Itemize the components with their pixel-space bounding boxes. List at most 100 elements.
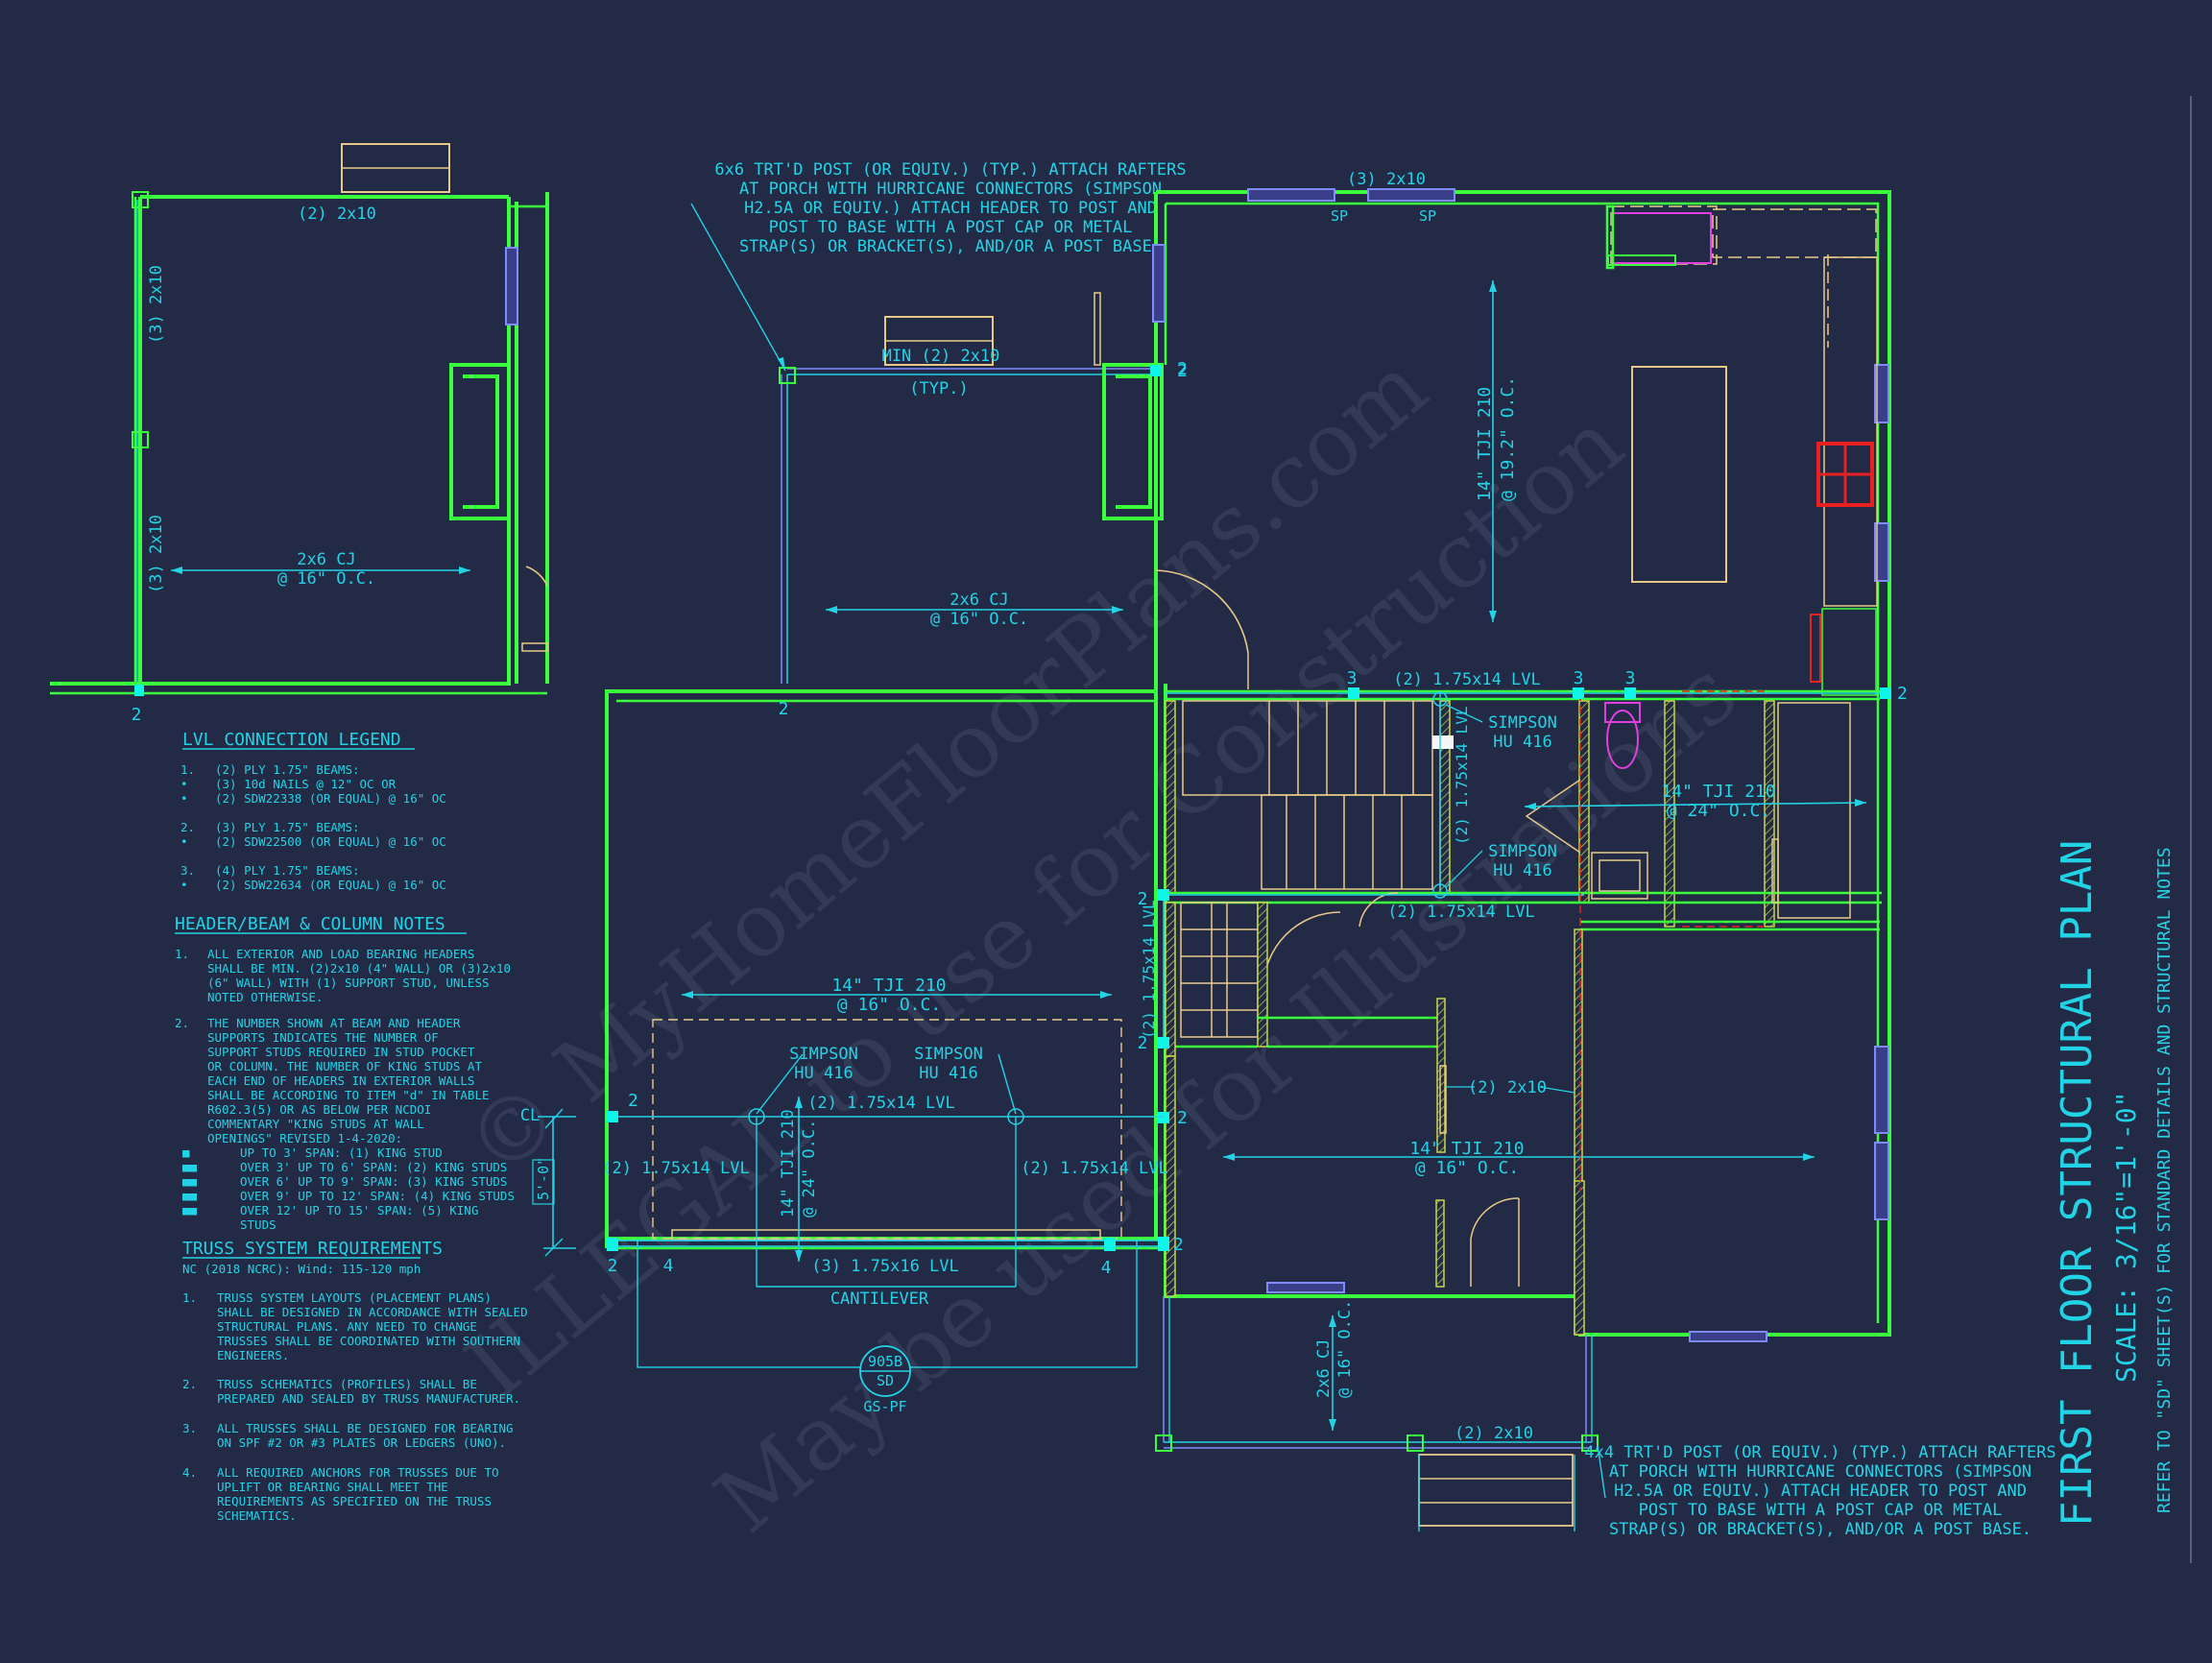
truss-note-2-l1: TRUSS SCHEMATICS (PROFILES) SHALL BE [217, 1377, 477, 1391]
front-cj-oc: @ 16" O.C. [1335, 1300, 1355, 1398]
truss-note-1-l1: TRUSS SYSTEM LAYOUTS (PLACEMENT PLANS) [217, 1290, 492, 1305]
truss-note-3-l2: ON SPF #2 OR #3 PLATES OR LEDGERS (UNO). [217, 1435, 506, 1450]
sp-label-2: SP [1419, 207, 1436, 225]
truss-sub: NC (2018 NCRC): Wind: 115-120 mph [182, 1262, 421, 1276]
lvl-item-1-line-1: (2) PLY 1.75" BEAMS: [215, 762, 360, 777]
header-note-1-l1: ALL EXTERIOR AND LOAD BEARING HEADERS [207, 947, 474, 961]
lvl-vertical-left: (2) 1.75x14 LVL [1140, 901, 1158, 1040]
hall-header-label: (2) 2x10 [1468, 1078, 1547, 1097]
lvl-item-3-num: 3. [180, 863, 195, 878]
stud-count-3: 2 [1897, 684, 1908, 704]
lvl-item-2-num: 2. [180, 820, 195, 834]
garage-side-label-1: (3) 2x10 [147, 265, 166, 344]
lvl-left-side: (2) 1.75x14 LVL [602, 1159, 750, 1178]
hu-label-4: HU 416 [919, 1064, 977, 1083]
hu-label-3: HU 416 [794, 1064, 853, 1083]
sp-label-1: SP [1331, 207, 1348, 225]
detail-num: 905B [868, 1353, 902, 1370]
plan-labels: (3) 2x10 SP SP 14" TJI 210 @ 19.2" O.C. … [602, 170, 1908, 1443]
truss-note-1-l5: ENGINEERS. [217, 1348, 289, 1362]
front-note-3: H2.5A OR EQUIV.) ATTACH HEADER TO POST A… [1614, 1482, 2027, 1501]
garage-side-label-2: (3) 2x10 [147, 515, 166, 593]
cantilever-label: CANTILEVER [830, 1289, 929, 1309]
king-stud-4-mark: ■■ [182, 1189, 198, 1203]
main-tji-oc: @ 16" O.C. [837, 995, 941, 1015]
svg-text:•: • [180, 878, 188, 892]
truss-note-1-l4: TRUSSES SHALL BE COORDINATED WITH SOUTHE… [217, 1334, 520, 1348]
lvl-item-2-line-2: (2) SDW22500 (OR EQUAL) @ 16" OC [215, 834, 446, 849]
header-note-2-l7: R602.3(5) OR AS BELOW PER NCDOI [207, 1102, 431, 1117]
hu-label-1: HU 416 [1493, 733, 1551, 752]
porch-post-note-1: 6x6 TRT'D POST (OR EQUIV.) (TYP.) ATTACH… [714, 160, 1186, 180]
stud-count-9: 2 [1173, 1235, 1184, 1255]
header-note-1-num: 1. [175, 947, 189, 961]
center-tji-oc: @ 24" O.C. [800, 1120, 819, 1217]
king-stud-3-text: OVER 6' UP TO 9' SPAN: (3) KING STUDS [240, 1174, 507, 1189]
header-note-2-num: 2. [175, 1016, 189, 1030]
header-note-1-l3: (6" WALL) WITH (1) SUPPORT STUD, UNLESS [207, 976, 490, 990]
header-note-1-l4: NOTED OTHERWISE. [207, 990, 323, 1004]
watermark-group: © MyHomeFloorPlans.com ILLEGAL to use fo… [446, 335, 1755, 1553]
stud-count-14: 4 [1101, 1258, 1112, 1278]
front-note-5: STRAP(S) OR BRACKET(S), AND/OR A POST BA… [1609, 1520, 2032, 1539]
lvl-item-2-line-1: (3) PLY 1.75" BEAMS: [215, 820, 360, 834]
header-note-2-l4: OR COLUMN. THE NUMBER OF KING STUDS AT [207, 1059, 482, 1073]
porch-cj-label: 2x6 CJ [950, 590, 1008, 610]
front-note-4: POST TO BASE WITH A POST CAP OR METAL [1639, 1501, 2003, 1520]
front-porch [1155, 1296, 1606, 1531]
lvl-vertical-stair: (2) 1.75x14 LVL [1453, 707, 1471, 846]
detail-ref: GS-PF [863, 1398, 906, 1415]
porch-cj-oc: @ 16" O.C. [930, 610, 1028, 629]
main-tji-label: 14" TJI 210 [831, 976, 946, 996]
lvl-mid-label: (2) 1.75x14 LVL [1387, 903, 1535, 922]
truss-note-4-l4: SCHEMATICS. [217, 1508, 297, 1523]
header-note-2-l3: SUPPORT STUDS REQUIRED IN STUD POCKET [207, 1045, 475, 1059]
header-note-2-l1: THE NUMBER SHOWN AT BEAM AND HEADER [207, 1016, 461, 1030]
dim-5ft: 5'-0" [535, 1157, 552, 1200]
sheet-title: FIRST FLOOR STRUCTURAL PLAN [2053, 840, 2102, 1527]
stud-count-4: 3 [1347, 668, 1358, 688]
lvl-item-3-line-2: (2) SDW22634 (OR EQUAL) @ 16" OC [215, 878, 446, 892]
lvl-item-1-line-3: (2) SDW22338 (OR EQUAL) @ 16" OC [215, 791, 446, 806]
stud-count-1: 2 [779, 699, 789, 719]
lvl-item-1-num: 1. [180, 762, 195, 777]
king-stud-2-mark: ■■ [182, 1160, 198, 1174]
king-stud-6-text: STUDS [240, 1217, 276, 1232]
simpson-label-2: SIMPSON [1488, 842, 1557, 861]
garage-header-label: (2) 2x10 [298, 205, 376, 224]
stud-count-6: 3 [1625, 668, 1636, 688]
king-stud-5-text: OVER 12' UP TO 15' SPAN: (5) KING [240, 1203, 478, 1217]
truss-note-4-l2: UPLIFT OR BEARING SHALL MEET THE [217, 1480, 448, 1494]
lvl-item-1-line-2: (3) 10d NAILS @ 12" OC OR [215, 777, 397, 791]
side-porch: MIN (2) 2x10 (TYP.) 2x6 CJ @ 16" O.C. 6x… [690, 160, 1187, 684]
stud-count-2: 2 [1177, 359, 1188, 379]
hu-label-2: HU 416 [1493, 861, 1551, 880]
simpson-label-4: SIMPSON [914, 1045, 983, 1064]
main-house-walls [605, 188, 1891, 1342]
sheet-scale: SCALE: 3/16"=1'-0" [2110, 1092, 2142, 1383]
header-note-2-l5: EACH END OF HEADERS IN EXTERIOR WALLS [207, 1073, 474, 1088]
min-header-label: MIN (2) 2x10 [882, 347, 1000, 366]
front-cj-label: 2x6 CJ [1314, 1339, 1334, 1398]
lvl-top-label: (2) 1.75x14 LVL [1393, 670, 1541, 689]
stud-count-12: 2 [608, 1256, 618, 1276]
truss-title: TRUSS SYSTEM REQUIREMENTS [182, 1239, 443, 1259]
kitchen-tji-oc: @ 19.2" O.C. [1498, 376, 1518, 501]
stud-count-8: 2 [1177, 1108, 1188, 1128]
stud-count-13: 4 [663, 1256, 674, 1276]
top-header-label: (3) 2x10 [1347, 170, 1426, 189]
truss-note-1-l2: SHALL BE DESIGNED IN ACCORDANCE WITH SEA… [217, 1305, 528, 1319]
garage-structure: (2) 2x10 (3) 2x10 (3) 2x10 2x6 CJ @ 16" … [50, 143, 549, 725]
king-stud-5-mark: ■■ [182, 1203, 198, 1217]
truss-note-3-num: 3. [182, 1421, 197, 1435]
king-stud-1-mark: ■ [182, 1145, 190, 1160]
stud-count-5: 3 [1574, 668, 1584, 688]
truss-note-4-num: 4. [182, 1465, 197, 1480]
header-note-2-l6: SHALL BE ACCORDING TO ITEM "d" IN TABLE [207, 1088, 490, 1102]
header-note-2-l2: SUPPORTS INDICATES THE NUMBER OF [207, 1030, 439, 1045]
svg-text:•: • [180, 777, 188, 791]
truss-note-2-l2: PREPARED AND SEALED BY TRUSS MANUFACTURE… [217, 1391, 520, 1406]
king-stud-3-mark: ■■ [182, 1174, 198, 1189]
bath-tji-oc: @ 24" O.C. [1667, 801, 1770, 821]
